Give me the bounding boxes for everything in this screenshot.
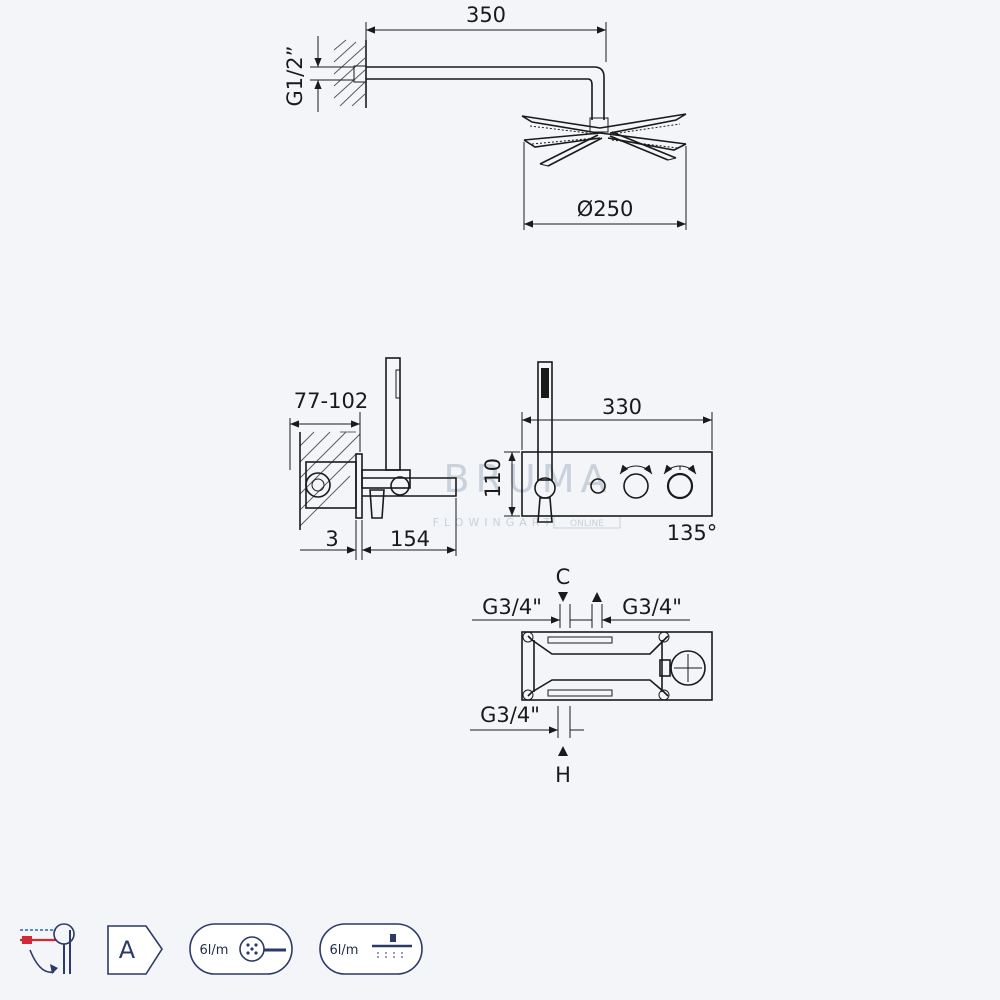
front-plate (355, 453, 363, 519)
arm-connector (589, 117, 609, 133)
spout (362, 477, 457, 497)
depth-range-label: 77-102 (294, 389, 368, 413)
shower-arm (366, 66, 605, 120)
hot-label: H (555, 763, 571, 787)
hot-inlet-arrow (558, 746, 568, 756)
plate-width-label: 330 (602, 395, 642, 419)
shower-arm-view: 350 G1/2” Ø250 (283, 3, 687, 230)
control-plate (521, 451, 713, 517)
energy-class-label: A (119, 936, 136, 964)
rear-view: C G3/4" G3/4" G3/4" H (470, 565, 713, 787)
thermostat-knob (666, 472, 694, 500)
hose-outlet (369, 489, 385, 519)
cold-label: C (556, 565, 571, 589)
energy-class-icon: A (107, 925, 163, 975)
watermark-tag: ONLINE (570, 519, 604, 529)
spout-projection-label: 154 (390, 527, 430, 551)
rear-plate (521, 631, 713, 701)
rotation-angle-label: 135° (667, 521, 718, 545)
hand-shower-flow-label: 6l/m (200, 943, 229, 958)
valve-body (305, 461, 357, 509)
plate-height-label: 110 (481, 458, 505, 498)
connection-thread-label: G1/2” (283, 46, 307, 107)
head-shower-flow-label: 6l/m (330, 943, 359, 958)
hand-shower-flow-icon: 6l/m (189, 923, 293, 975)
hand-shower (385, 357, 401, 471)
thread-bottom-label: G3/4" (480, 703, 540, 727)
outlet-arrow (592, 592, 602, 602)
side-section-view: 77-102 3 154 (289, 357, 457, 560)
thread-left-label: G3/4" (482, 595, 542, 619)
arm-length-label: 350 (466, 3, 506, 27)
brand-watermark: BRUMA FLOWINGART ONLINE (433, 457, 621, 529)
watermark-tagline: FLOWINGART (433, 516, 556, 529)
thread-right-label: G3/4" (622, 595, 682, 619)
head-shower-flow-icon: 6l/m (319, 923, 423, 975)
side-wall-hatch (299, 431, 361, 527)
shower-head (521, 113, 687, 167)
plate-thickness-label: 3 (325, 527, 338, 551)
flow-knob (623, 473, 649, 499)
front-view: 330 110 135° (481, 361, 718, 545)
feature-badges: A 6l/m 6l/m (20, 923, 423, 975)
rear-knob (670, 650, 706, 686)
thread-nut (353, 65, 367, 83)
thermostatic-mixer-icon (20, 923, 75, 974)
watermark-brand: BRUMA (443, 457, 612, 501)
shower-holder (361, 469, 411, 489)
diverter-button (590, 478, 606, 494)
wall-hatch (333, 39, 367, 108)
cold-inlet-arrow (558, 592, 568, 602)
head-diameter-label: Ø250 (577, 197, 634, 221)
